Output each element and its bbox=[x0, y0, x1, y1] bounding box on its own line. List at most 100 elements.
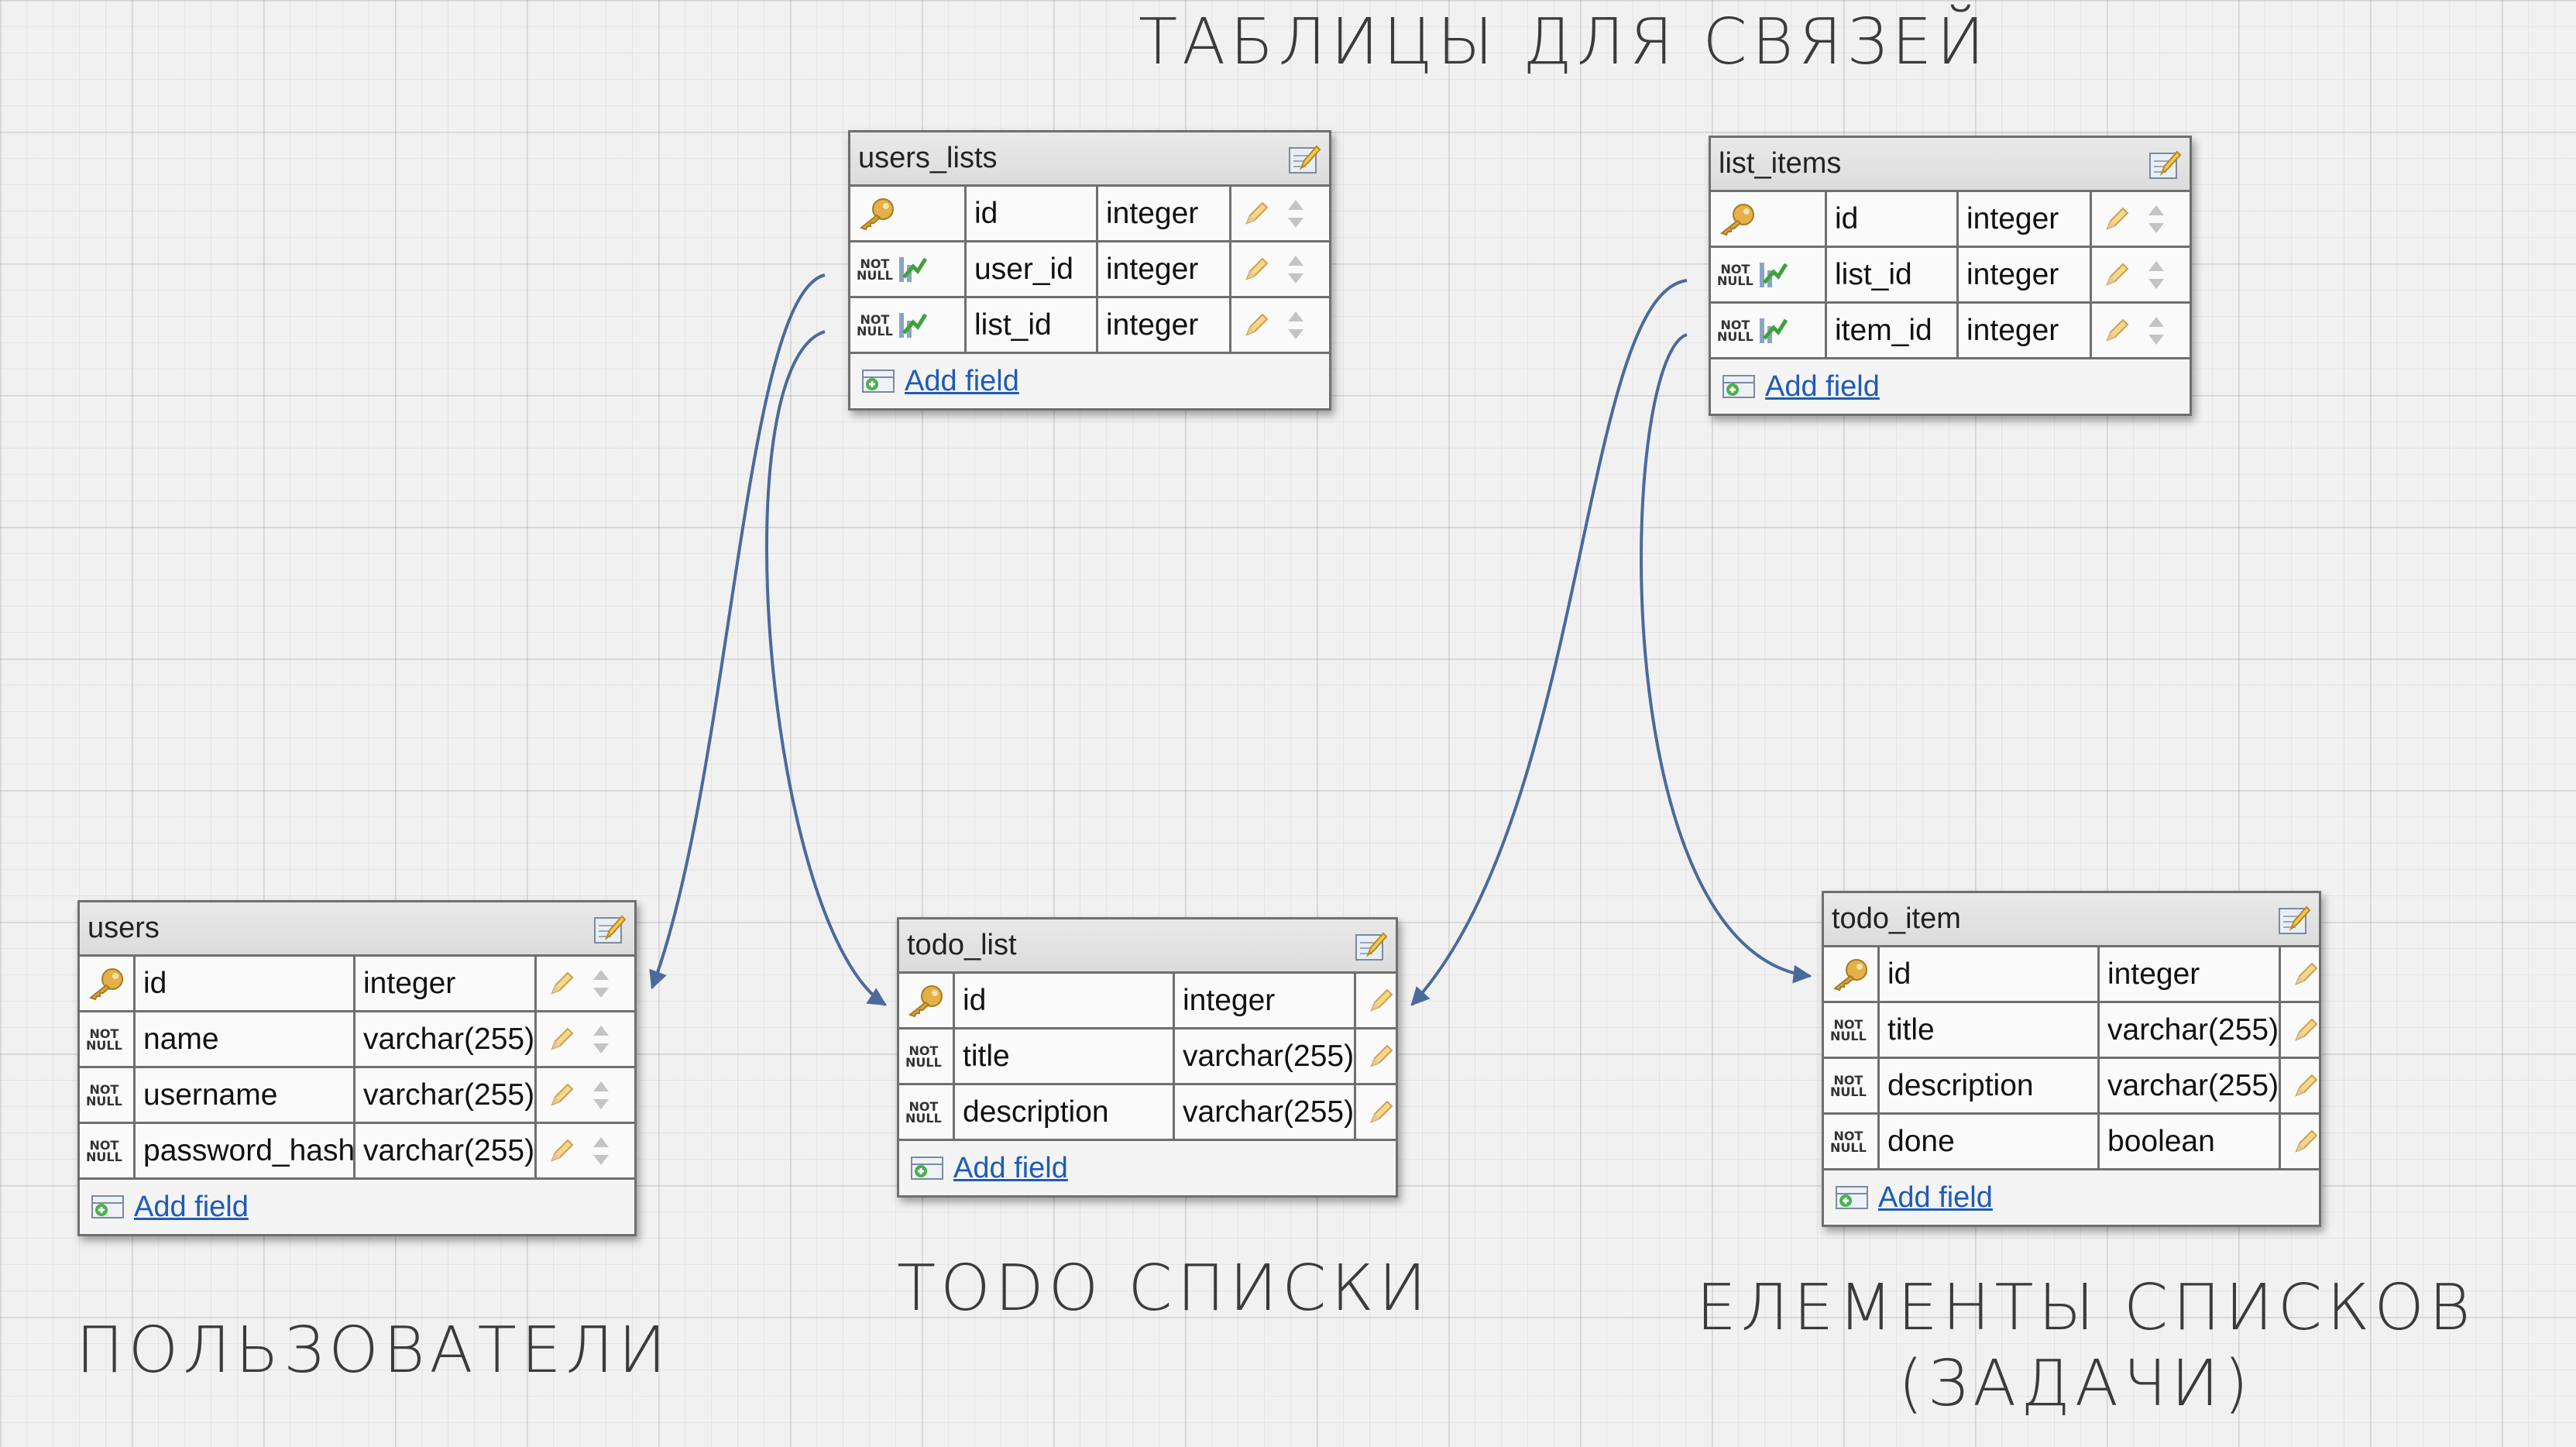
table-header[interactable]: todo_list bbox=[899, 919, 1396, 974]
table-header[interactable]: users_lists bbox=[850, 132, 1329, 187]
reorder-arrows-icon[interactable] bbox=[591, 1023, 611, 1056]
edit-table-icon[interactable] bbox=[1287, 142, 1321, 176]
pencil-icon[interactable] bbox=[2290, 1126, 2319, 1157]
field-name[interactable]: list_id bbox=[1827, 248, 1959, 301]
field-name[interactable]: description bbox=[1880, 1059, 2100, 1112]
reorder-arrows-icon[interactable] bbox=[1286, 309, 1306, 342]
field-name[interactable]: id bbox=[955, 974, 1175, 1027]
field-type[interactable]: varchar(255) bbox=[2100, 1059, 2281, 1112]
pencil-icon[interactable] bbox=[546, 968, 577, 999]
add-field-icon[interactable] bbox=[91, 1193, 125, 1221]
field-type[interactable]: varchar(255) bbox=[2100, 1003, 2281, 1057]
pencil-icon[interactable] bbox=[2290, 1071, 2319, 1102]
field-name[interactable]: list_id bbox=[967, 298, 1098, 352]
add-field-link[interactable]: Add field bbox=[134, 1190, 249, 1223]
field-name[interactable]: id bbox=[1827, 192, 1959, 246]
field-name[interactable]: user_id bbox=[967, 242, 1098, 296]
field-name[interactable]: username bbox=[136, 1068, 355, 1122]
reorder-arrows-icon[interactable] bbox=[591, 1079, 611, 1112]
table-header[interactable]: users bbox=[80, 902, 634, 957]
add-field-icon[interactable] bbox=[1835, 1184, 1869, 1212]
field-name[interactable]: title bbox=[955, 1029, 1175, 1083]
field-name[interactable]: id bbox=[1880, 947, 2100, 1001]
pencil-icon[interactable] bbox=[1365, 1097, 1396, 1128]
field-type[interactable]: integer bbox=[1098, 242, 1231, 296]
edit-table-icon[interactable] bbox=[592, 912, 627, 946]
reorder-arrows-icon[interactable] bbox=[591, 968, 611, 1000]
field-name[interactable]: password_hash bbox=[136, 1124, 355, 1177]
field-name[interactable]: name bbox=[136, 1012, 355, 1066]
reorder-arrows-icon[interactable] bbox=[1286, 198, 1306, 230]
reorder-arrows-icon[interactable] bbox=[2146, 259, 2166, 291]
field-type[interactable]: integer bbox=[2100, 947, 2281, 1001]
add-field-icon[interactable] bbox=[910, 1154, 944, 1182]
field-type[interactable]: integer bbox=[1959, 304, 2092, 357]
reorder-arrows-icon[interactable] bbox=[2146, 314, 2166, 347]
add-field-link[interactable]: Add field bbox=[1878, 1181, 1993, 1214]
pencil-icon[interactable] bbox=[2290, 1015, 2319, 1046]
field-name[interactable]: done bbox=[1880, 1115, 2100, 1168]
pencil-icon[interactable] bbox=[546, 1136, 577, 1167]
pencil-icon[interactable] bbox=[1241, 310, 1272, 341]
field-type[interactable]: integer bbox=[1959, 192, 2092, 246]
field-type[interactable]: varchar(255) bbox=[355, 1012, 537, 1066]
pencil-icon[interactable] bbox=[1241, 198, 1272, 229]
pencil-icon[interactable] bbox=[2101, 204, 2132, 235]
field-type[interactable]: integer bbox=[1175, 974, 1356, 1027]
pencil-icon[interactable] bbox=[1365, 985, 1396, 1016]
add-field-link[interactable]: Add field bbox=[953, 1151, 1068, 1184]
field-type[interactable]: varchar(255) bbox=[355, 1068, 537, 1122]
reorder-arrows-icon[interactable] bbox=[591, 1135, 611, 1167]
pencil-icon[interactable] bbox=[1241, 254, 1272, 285]
reorder-arrows-icon[interactable] bbox=[2146, 203, 2166, 235]
field-type[interactable]: integer bbox=[1959, 248, 2092, 301]
table-header[interactable]: todo_item bbox=[1824, 893, 2319, 947]
field-type[interactable]: varchar(255) bbox=[355, 1124, 537, 1177]
edit-table-icon[interactable] bbox=[2148, 147, 2182, 181]
pencil-icon[interactable] bbox=[2290, 959, 2319, 990]
edit-table-icon[interactable] bbox=[2277, 902, 2311, 937]
field-name[interactable]: title bbox=[1880, 1003, 2100, 1057]
field-name[interactable]: item_id bbox=[1827, 304, 1959, 357]
pencil-icon[interactable] bbox=[546, 1080, 577, 1111]
add-field-icon[interactable] bbox=[1722, 373, 1756, 400]
field-name[interactable]: id bbox=[967, 187, 1098, 240]
field-type[interactable]: boolean bbox=[2100, 1115, 2281, 1168]
pencil-icon[interactable] bbox=[546, 1024, 577, 1055]
table-header[interactable]: list_items bbox=[1711, 138, 2190, 192]
pencil-icon[interactable] bbox=[2101, 259, 2132, 290]
edit-table-icon[interactable] bbox=[1354, 929, 1388, 963]
field-type[interactable]: integer bbox=[1098, 187, 1231, 240]
add-field-link[interactable]: Add field bbox=[1765, 369, 1880, 403]
field-type[interactable]: varchar(255) bbox=[1175, 1085, 1356, 1139]
field-type[interactable]: varchar(255) bbox=[1175, 1029, 1356, 1083]
field-name[interactable]: id bbox=[136, 957, 355, 1010]
pencil-icon[interactable] bbox=[1365, 1041, 1396, 1072]
field-name[interactable]: description bbox=[955, 1085, 1175, 1139]
field-type[interactable]: integer bbox=[355, 957, 537, 1010]
reorder-arrows-icon[interactable] bbox=[1286, 253, 1306, 286]
add-field-icon[interactable] bbox=[861, 367, 895, 395]
